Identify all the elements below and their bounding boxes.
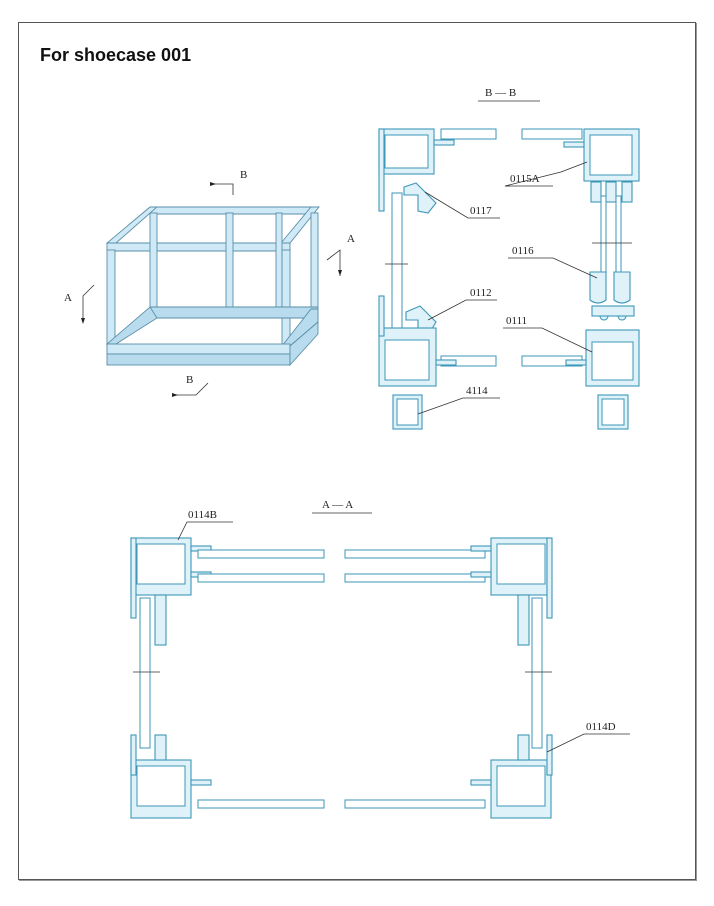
marker-a-left [82,284,95,318]
glass-aa-top-1-left [197,549,325,559]
marker-a-right-label: A [347,233,355,245]
panel-aa-left [139,597,151,749]
section-aa-label: A — A [322,499,353,511]
profile-0116-a [589,271,607,304]
marker-b-top [210,183,234,195]
marker-a-right [326,249,341,276]
panel-bb-left [391,192,403,344]
frame-bottom-front-rail [106,343,291,355]
marker-b-bottom [172,382,209,396]
marker-a-left-label: A [64,292,72,304]
frame-front-right-post [281,249,291,349]
frame-top-front-rail [106,242,291,252]
glass-aa-top-2-right [344,573,486,583]
glass-bb-top-left [440,128,497,140]
drawing-title: For shoecase 001 [40,45,192,65]
frame-inner-post [275,212,283,310]
frame-base-side [289,321,319,367]
frame-bottom-back-rail [149,306,319,319]
frame-front-left-post [106,249,116,349]
section-aa: A — A [130,499,630,819]
frame-top-back-rail [149,206,319,215]
glass-bb-top-right [521,128,583,140]
frame-base-plinth [106,353,291,366]
frame-back-right-post [310,212,319,310]
marker-b-top-label: B [240,169,247,181]
glass-aa-bottom-left [197,799,325,809]
label-0115a: 0115A [510,173,540,185]
isometric-frame [105,206,320,367]
section-bb: B — B [378,87,640,430]
profile-0116-b [613,271,631,304]
section-bb-label: B — B [485,87,516,99]
glass-aa-top-2-left [197,573,325,583]
glass-aa-bottom-right [344,799,486,809]
label-4114: 4114 [466,385,488,397]
label-0112: 0112 [470,287,492,299]
label-0111: 0111 [506,315,527,327]
label-0114d: 0114D [586,721,616,733]
label-0116: 0116 [512,245,534,257]
frame-back-left-post [149,212,158,309]
section-markers: B B A A [64,169,355,397]
marker-b-bottom-label: B [186,374,193,386]
panel-aa-right [531,597,543,749]
glass-aa-top-1-right [344,549,486,559]
label-0114b: 0114B [188,509,217,521]
profile-0117 [403,182,437,214]
frame-back-middle-post [225,212,234,309]
label-0117: 0117 [470,205,492,217]
frame-top-left-rail [105,206,159,244]
